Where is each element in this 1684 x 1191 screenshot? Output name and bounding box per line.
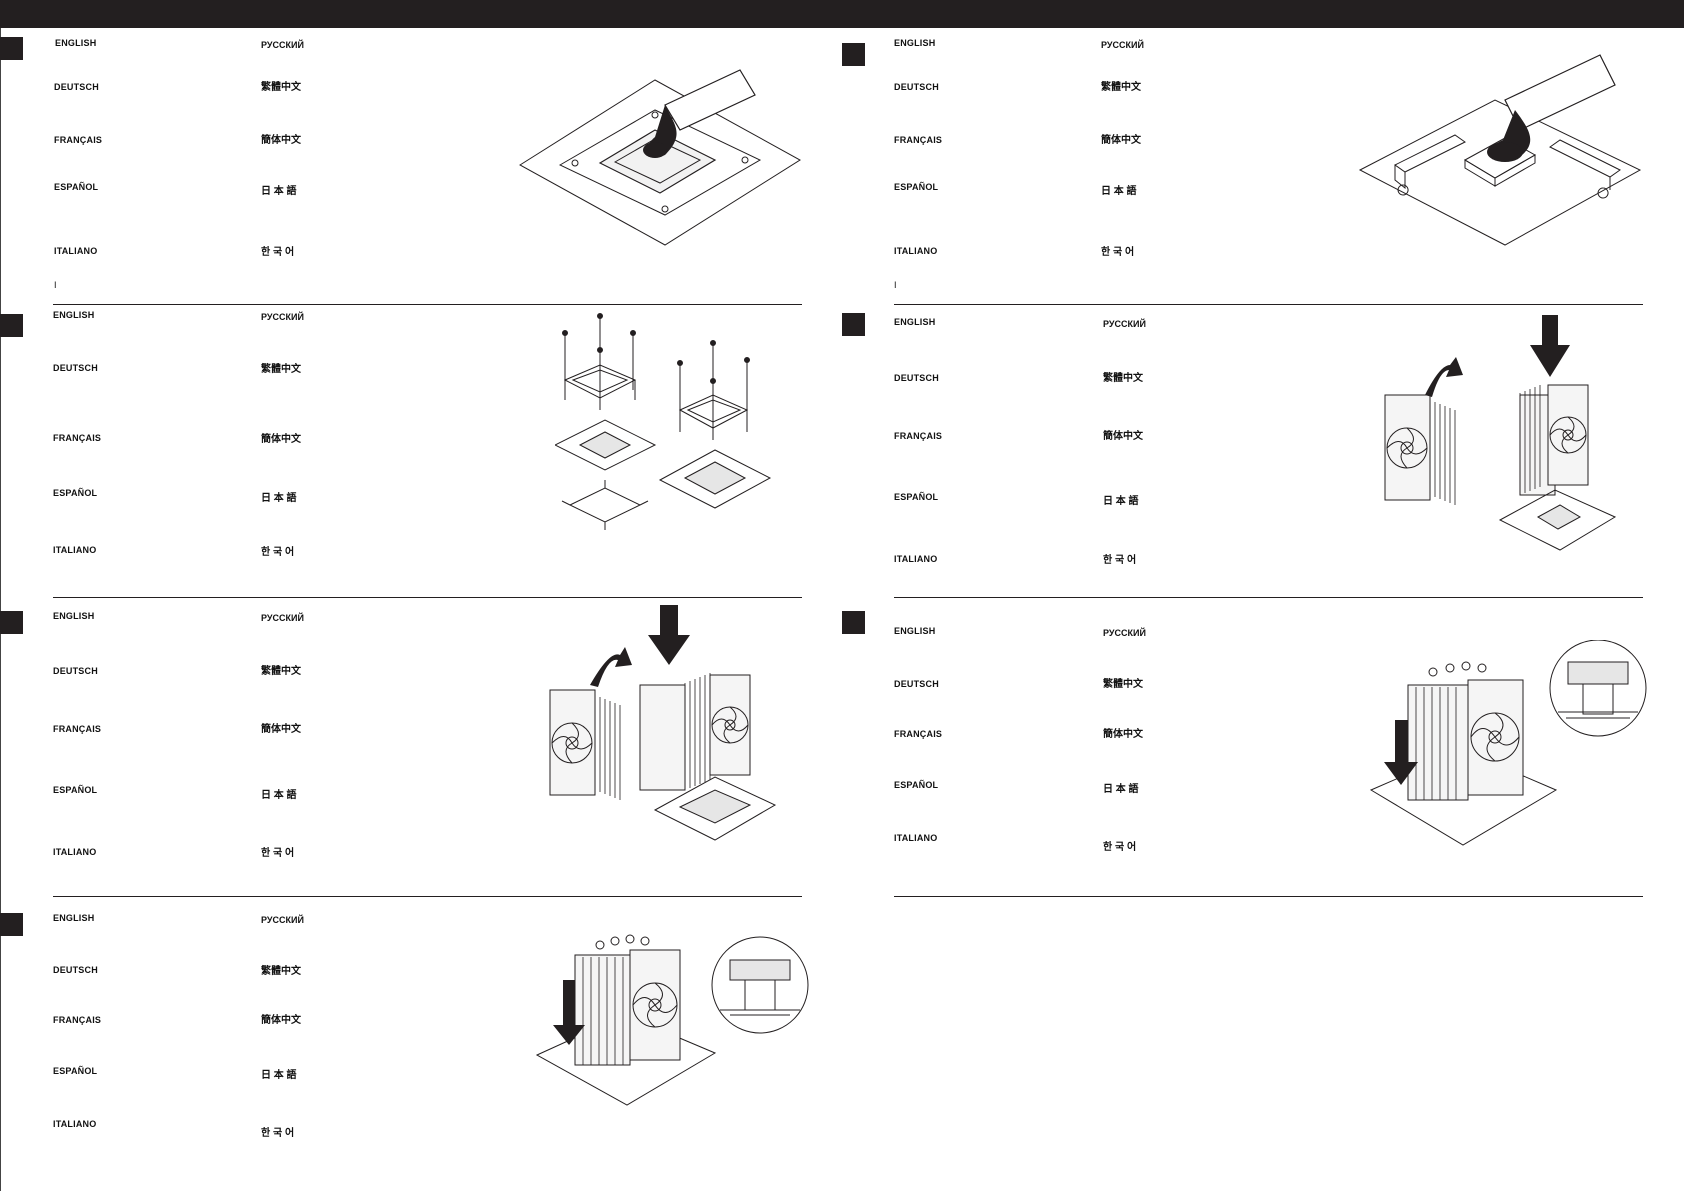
label-italiano: ITALIANO	[54, 246, 98, 256]
left-page-edge	[0, 28, 1, 1191]
step-marker	[842, 313, 865, 336]
label-korean: 한 국 어	[261, 848, 295, 859]
label-espanol: ESPAÑOL	[53, 1066, 98, 1076]
section-divider	[53, 304, 802, 305]
label-russian: РУССКИЙ	[1103, 628, 1146, 638]
label-deutsch: DEUTSCH	[894, 373, 939, 383]
label-francais: FRANÇAIS	[894, 135, 943, 145]
label-korean: 한 국 어	[261, 1128, 295, 1139]
label-espanol: ESPAÑOL	[54, 182, 99, 192]
label-deutsch: DEUTSCH	[894, 82, 939, 92]
section-divider	[894, 896, 1643, 897]
stray-mark: I	[894, 280, 897, 290]
label-francais: FRANÇAIS	[53, 1015, 102, 1025]
step-marker	[0, 913, 23, 936]
label-english: ENGLISH	[894, 626, 936, 636]
label-italiano: ITALIANO	[53, 847, 97, 857]
label-deutsch: DEUTSCH	[53, 965, 98, 975]
top-bar	[0, 0, 1684, 28]
label-trad-chinese: 繁體中文	[1101, 82, 1141, 93]
label-english: ENGLISH	[53, 310, 95, 320]
label-russian: РУССКИЙ	[1103, 319, 1146, 329]
label-espanol: ESPAÑOL	[53, 785, 98, 795]
label-simp-chinese: 簡体中文	[261, 135, 301, 146]
label-francais: FRANÇAIS	[894, 431, 943, 441]
section-divider	[53, 597, 802, 598]
label-english: ENGLISH	[53, 913, 95, 923]
label-italiano: ITALIANO	[894, 246, 938, 256]
step-marker	[0, 611, 23, 634]
label-espanol: ESPAÑOL	[894, 492, 939, 502]
label-korean: 한 국 어	[261, 247, 295, 258]
illustration-cooler-secure	[535, 934, 809, 1106]
label-trad-chinese: 繁體中文	[261, 966, 301, 977]
label-russian: РУССКИЙ	[261, 40, 304, 50]
illustration-mounting-brackets	[555, 313, 772, 530]
label-trad-chinese: 繁體中文	[1103, 679, 1143, 690]
label-simp-chinese: 簡体中文	[261, 1015, 301, 1026]
label-deutsch: DEUTSCH	[894, 679, 939, 689]
label-korean: 한 국 어	[261, 547, 295, 558]
label-trad-chinese: 繁體中文	[261, 666, 301, 677]
step-marker	[0, 314, 23, 337]
step-marker	[842, 43, 865, 66]
step-marker	[0, 37, 23, 60]
label-english: ENGLISH	[894, 38, 936, 48]
label-trad-chinese: 繁體中文	[261, 82, 301, 93]
illustration-thermal-paste-amd	[1358, 54, 1642, 246]
label-simp-chinese: 簡体中文	[1103, 431, 1143, 442]
label-japanese: 日 本 語	[261, 1070, 297, 1081]
label-japanese: 日 本 語	[1103, 496, 1139, 507]
label-espanol: ESPAÑOL	[53, 488, 98, 498]
stray-mark: I	[54, 280, 57, 290]
label-english: ENGLISH	[55, 38, 97, 48]
label-russian: РУССКИЙ	[261, 915, 304, 925]
label-deutsch: DEUTSCH	[53, 666, 98, 676]
label-japanese: 日 本 語	[1101, 186, 1137, 197]
label-francais: FRANÇAIS	[54, 135, 103, 145]
label-trad-chinese: 繁體中文	[1103, 373, 1143, 384]
label-italiano: ITALIANO	[894, 554, 938, 564]
illustration-cooler-install-amd	[1384, 315, 1617, 551]
section-divider	[53, 896, 802, 897]
section-divider	[894, 304, 1643, 305]
label-francais: FRANÇAIS	[894, 729, 943, 739]
label-japanese: 日 本 語	[261, 493, 297, 504]
label-korean: 한 국 어	[1103, 842, 1137, 853]
label-francais: FRANÇAIS	[53, 724, 102, 734]
label-deutsch: DEUTSCH	[54, 82, 99, 92]
label-simp-chinese: 簡体中文	[1101, 135, 1141, 146]
label-korean: 한 국 어	[1103, 555, 1137, 566]
label-simp-chinese: 簡体中文	[261, 434, 301, 445]
label-trad-chinese: 繁體中文	[261, 364, 301, 375]
label-espanol: ESPAÑOL	[894, 780, 939, 790]
label-italiano: ITALIANO	[53, 545, 97, 555]
section-divider	[894, 597, 1643, 598]
label-francais: FRANÇAIS	[53, 433, 102, 443]
illustration-thermal-paste-socket	[519, 69, 801, 246]
label-italiano: ITALIANO	[53, 1119, 97, 1129]
label-italiano: ITALIANO	[894, 833, 938, 843]
label-japanese: 日 本 語	[261, 186, 297, 197]
label-korean: 한 국 어	[1101, 247, 1135, 258]
step-marker	[842, 611, 865, 634]
label-espanol: ESPAÑOL	[894, 182, 939, 192]
label-simp-chinese: 簡体中文	[1103, 729, 1143, 740]
illustration-cooler-secure-amd	[1369, 640, 1647, 846]
label-english: ENGLISH	[894, 317, 936, 327]
label-japanese: 日 本 語	[1103, 784, 1139, 795]
label-japanese: 日 本 語	[261, 790, 297, 801]
label-russian: РУССКИЙ	[1101, 40, 1144, 50]
label-english: ENGLISH	[53, 611, 95, 621]
label-deutsch: DEUTSCH	[53, 363, 98, 373]
illustration-cooler-install	[549, 605, 777, 841]
label-russian: РУССКИЙ	[261, 613, 304, 623]
label-simp-chinese: 簡体中文	[261, 724, 301, 735]
label-russian: РУССКИЙ	[261, 312, 304, 322]
